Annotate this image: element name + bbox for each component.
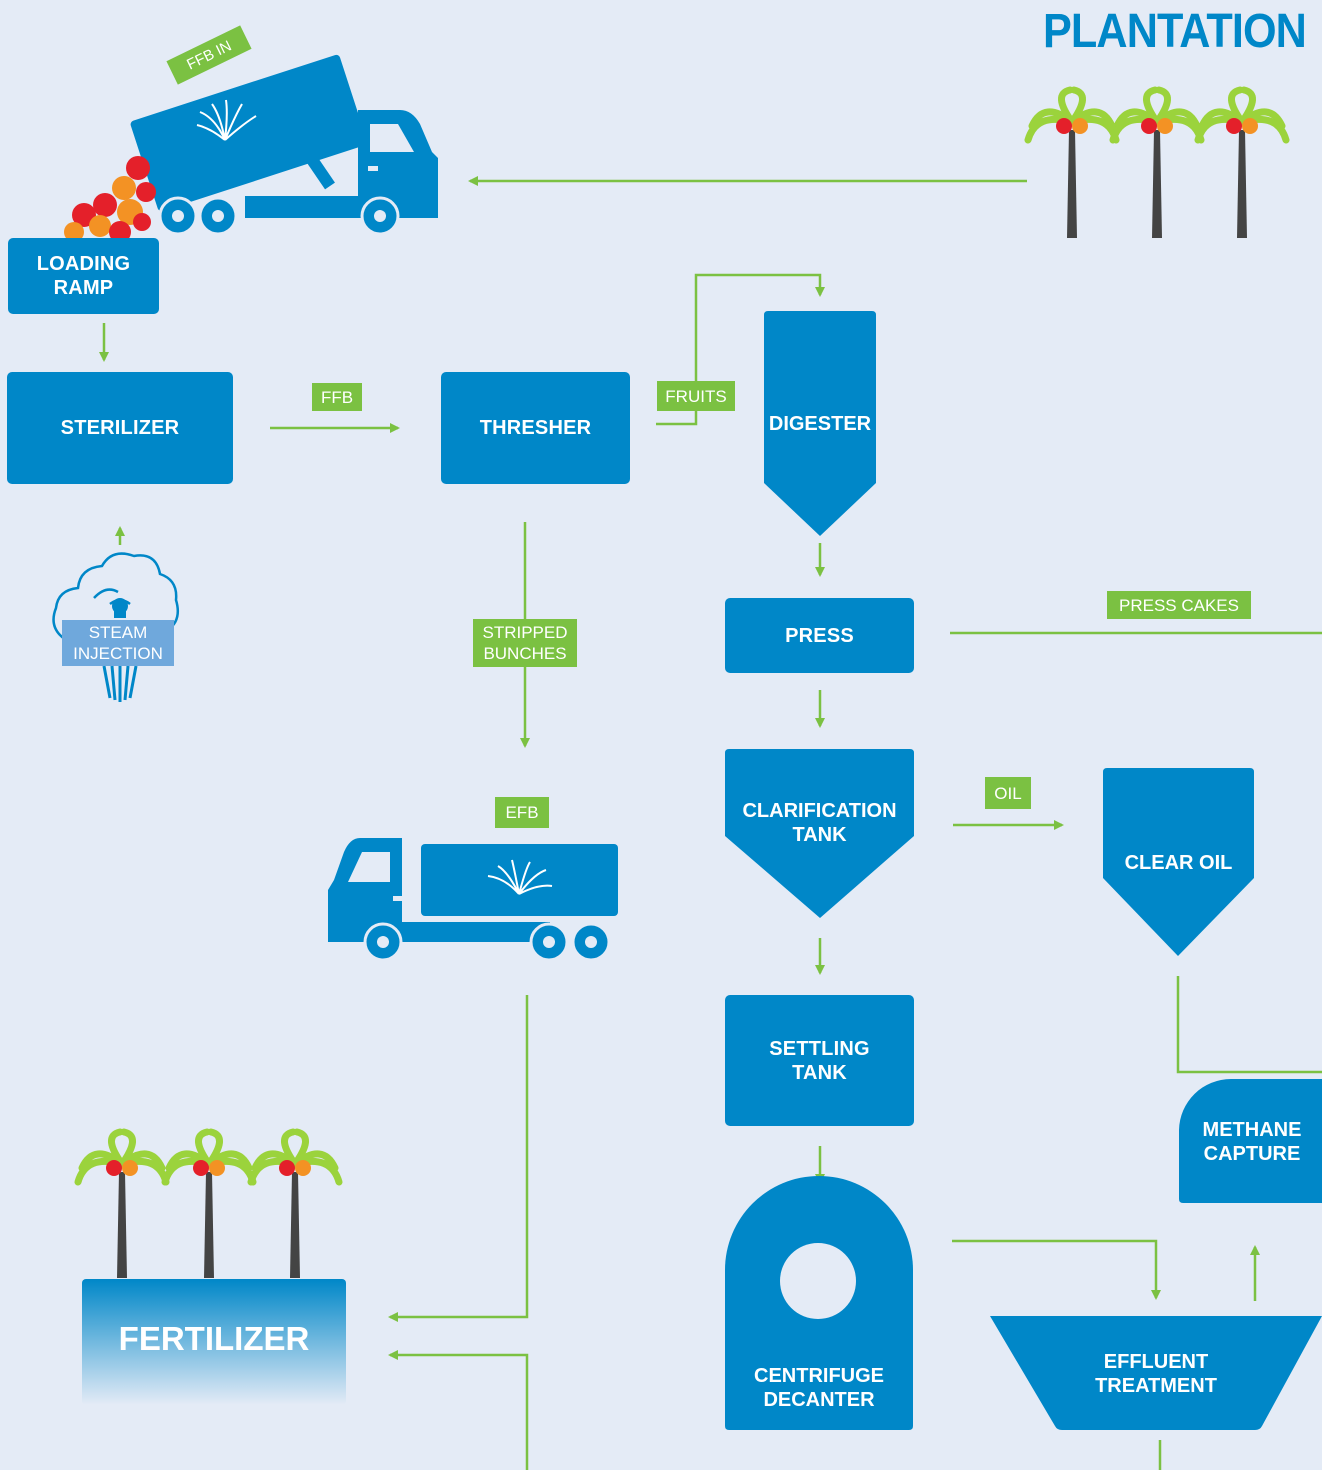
press-node: PRESS (725, 598, 914, 673)
fruits-tag: FRUITS (657, 381, 735, 411)
effluent-shape (990, 1316, 1322, 1430)
steam-pipe (112, 598, 128, 618)
thresher-node: THRESHER (441, 372, 630, 484)
efb-truck-icon (328, 838, 618, 962)
digester-label: DIGESTER (768, 413, 872, 435)
arrow-bottom-to-fertilizer (388, 1350, 529, 1470)
centrifuge-decanter-label: CENTRIFUGE DECANTER (754, 1365, 884, 1411)
oil-tag: OIL (985, 777, 1031, 809)
loading-ramp-node: LOADING RAMP (8, 238, 159, 314)
methane-shape (1179, 1079, 1322, 1203)
steam-jets (102, 665, 138, 702)
press-cakes-tag: PRESS CAKES (1107, 591, 1251, 619)
fertilizer-label: FERTILIZER (118, 1320, 310, 1357)
palm-tree-icon (1024, 86, 1290, 238)
line-clear-oil-out (1176, 976, 1322, 1074)
clarification-tank-shape (725, 749, 914, 918)
stripped-bunches-tag: STRIPPED BUNCHES (473, 619, 577, 667)
sterilizer-node: STERILIZER (7, 372, 233, 484)
ffb-tag: FFB (312, 383, 362, 411)
clear-oil-shape (1103, 768, 1254, 956)
steam-injection-tag: STEAM INJECTION (62, 620, 174, 666)
methane-capture-label: METHANE CAPTURE (1202, 1119, 1302, 1165)
efb-tag: EFB (495, 797, 549, 828)
settling-tank-node: SETTLING TANK (725, 995, 914, 1126)
fertilizer-shape (82, 1279, 346, 1405)
clear-oil-label: CLEAR OIL (1124, 852, 1233, 874)
dump-truck-icon (130, 54, 438, 236)
plantation-title: PLANTATION (1043, 5, 1307, 58)
fruit-bunch-icon (64, 156, 156, 243)
palm-tree-icon (74, 1128, 343, 1278)
digester-shape (764, 311, 876, 536)
arrow-thresher-to-digester (656, 273, 825, 426)
centrifuge-hole (780, 1243, 856, 1319)
arrow-efb-to-fertilizer (388, 995, 529, 1322)
clarification-tank-label: CLARIFICATION TANK (742, 800, 897, 846)
arrow-centrifuge-to-effluent (952, 1239, 1161, 1300)
effluent-treatment-label: EFFLUENT TREATMENT (1095, 1351, 1217, 1397)
